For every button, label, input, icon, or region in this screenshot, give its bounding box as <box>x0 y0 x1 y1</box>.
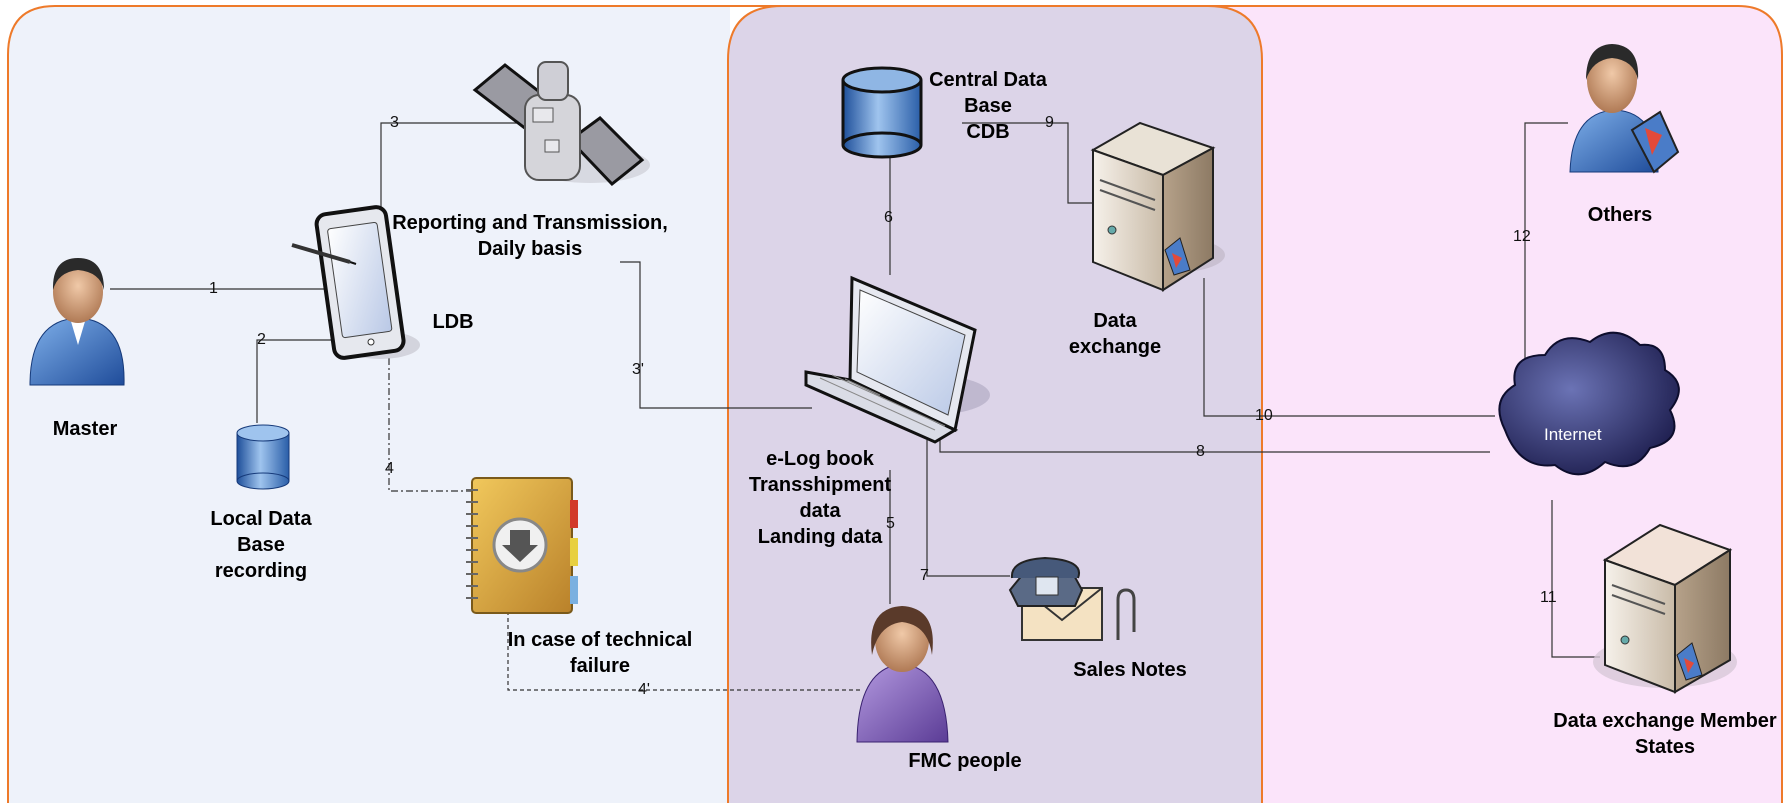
link-10-label: 10 <box>1255 407 1273 424</box>
label-master: Master <box>52 418 118 440</box>
fmc-person-icon <box>856 606 949 743</box>
connectors <box>110 122 1600 691</box>
data-exchange-server-icon <box>1090 121 1225 292</box>
satellite-icon <box>472 61 650 187</box>
central-db-cylinder-icon <box>841 66 923 159</box>
label-central-db: Central Data Base CDB <box>929 69 1047 143</box>
link-11-label: 11 <box>1540 589 1557 606</box>
link-6-label: 6 <box>884 209 893 226</box>
others-person-icon <box>1569 44 1680 174</box>
label-local-db: Local Data Base recording <box>210 508 312 582</box>
link-2-line <box>256 339 335 423</box>
laptop-icon <box>804 275 990 444</box>
link-3-label: 3 <box>390 114 399 131</box>
label-sales-notes: Sales Notes <box>1073 659 1187 681</box>
master-person-icon <box>29 258 125 386</box>
link-4p-label: 4' <box>638 681 650 698</box>
label-elog: e-Log book Transshipment data Landing da… <box>748 448 892 548</box>
link-1-label: 1 <box>209 280 218 297</box>
label-reporting: Reporting and Transmission, Daily basis <box>392 212 668 260</box>
link-7-label: 7 <box>920 567 929 584</box>
label-others: Others <box>1587 204 1653 226</box>
link-10-line <box>1203 278 1495 417</box>
link-4-label: 4 <box>385 460 394 477</box>
tablet-icon <box>291 205 420 360</box>
label-internet: Internet <box>1544 425 1602 444</box>
link-11-line <box>1551 500 1600 658</box>
label-fmc-people: FMC people <box>908 750 1022 772</box>
label-tech-failure: In case of technical failure <box>507 629 693 677</box>
link-3p-label: 3' <box>632 361 644 378</box>
link-9-line <box>962 122 1093 204</box>
member-states-server-icon <box>1593 523 1737 694</box>
link-2-label: 2 <box>257 331 266 348</box>
link-3-line <box>380 122 525 213</box>
link-7-line <box>926 440 1010 577</box>
logbook-binder-icon <box>466 477 578 614</box>
link-12-line <box>1524 122 1568 390</box>
link-9-label: 9 <box>1045 114 1054 131</box>
local-db-cylinder-icon <box>236 424 290 490</box>
label-data-exchange: Data exchange <box>1068 310 1162 358</box>
label-member-states: Data exchange Member States <box>1553 710 1777 758</box>
link-12-label: 12 <box>1513 228 1531 245</box>
link-5-label: 5 <box>886 515 895 532</box>
sales-notes-icon <box>1008 556 1136 641</box>
link-8-label: 8 <box>1196 443 1205 460</box>
label-ldb: LDB <box>432 311 474 333</box>
zone-left <box>8 6 730 803</box>
link-8-line <box>939 438 1490 453</box>
internet-cloud-icon <box>1498 331 1680 476</box>
link-3p-line <box>620 261 812 409</box>
link-4p-line <box>507 604 860 691</box>
